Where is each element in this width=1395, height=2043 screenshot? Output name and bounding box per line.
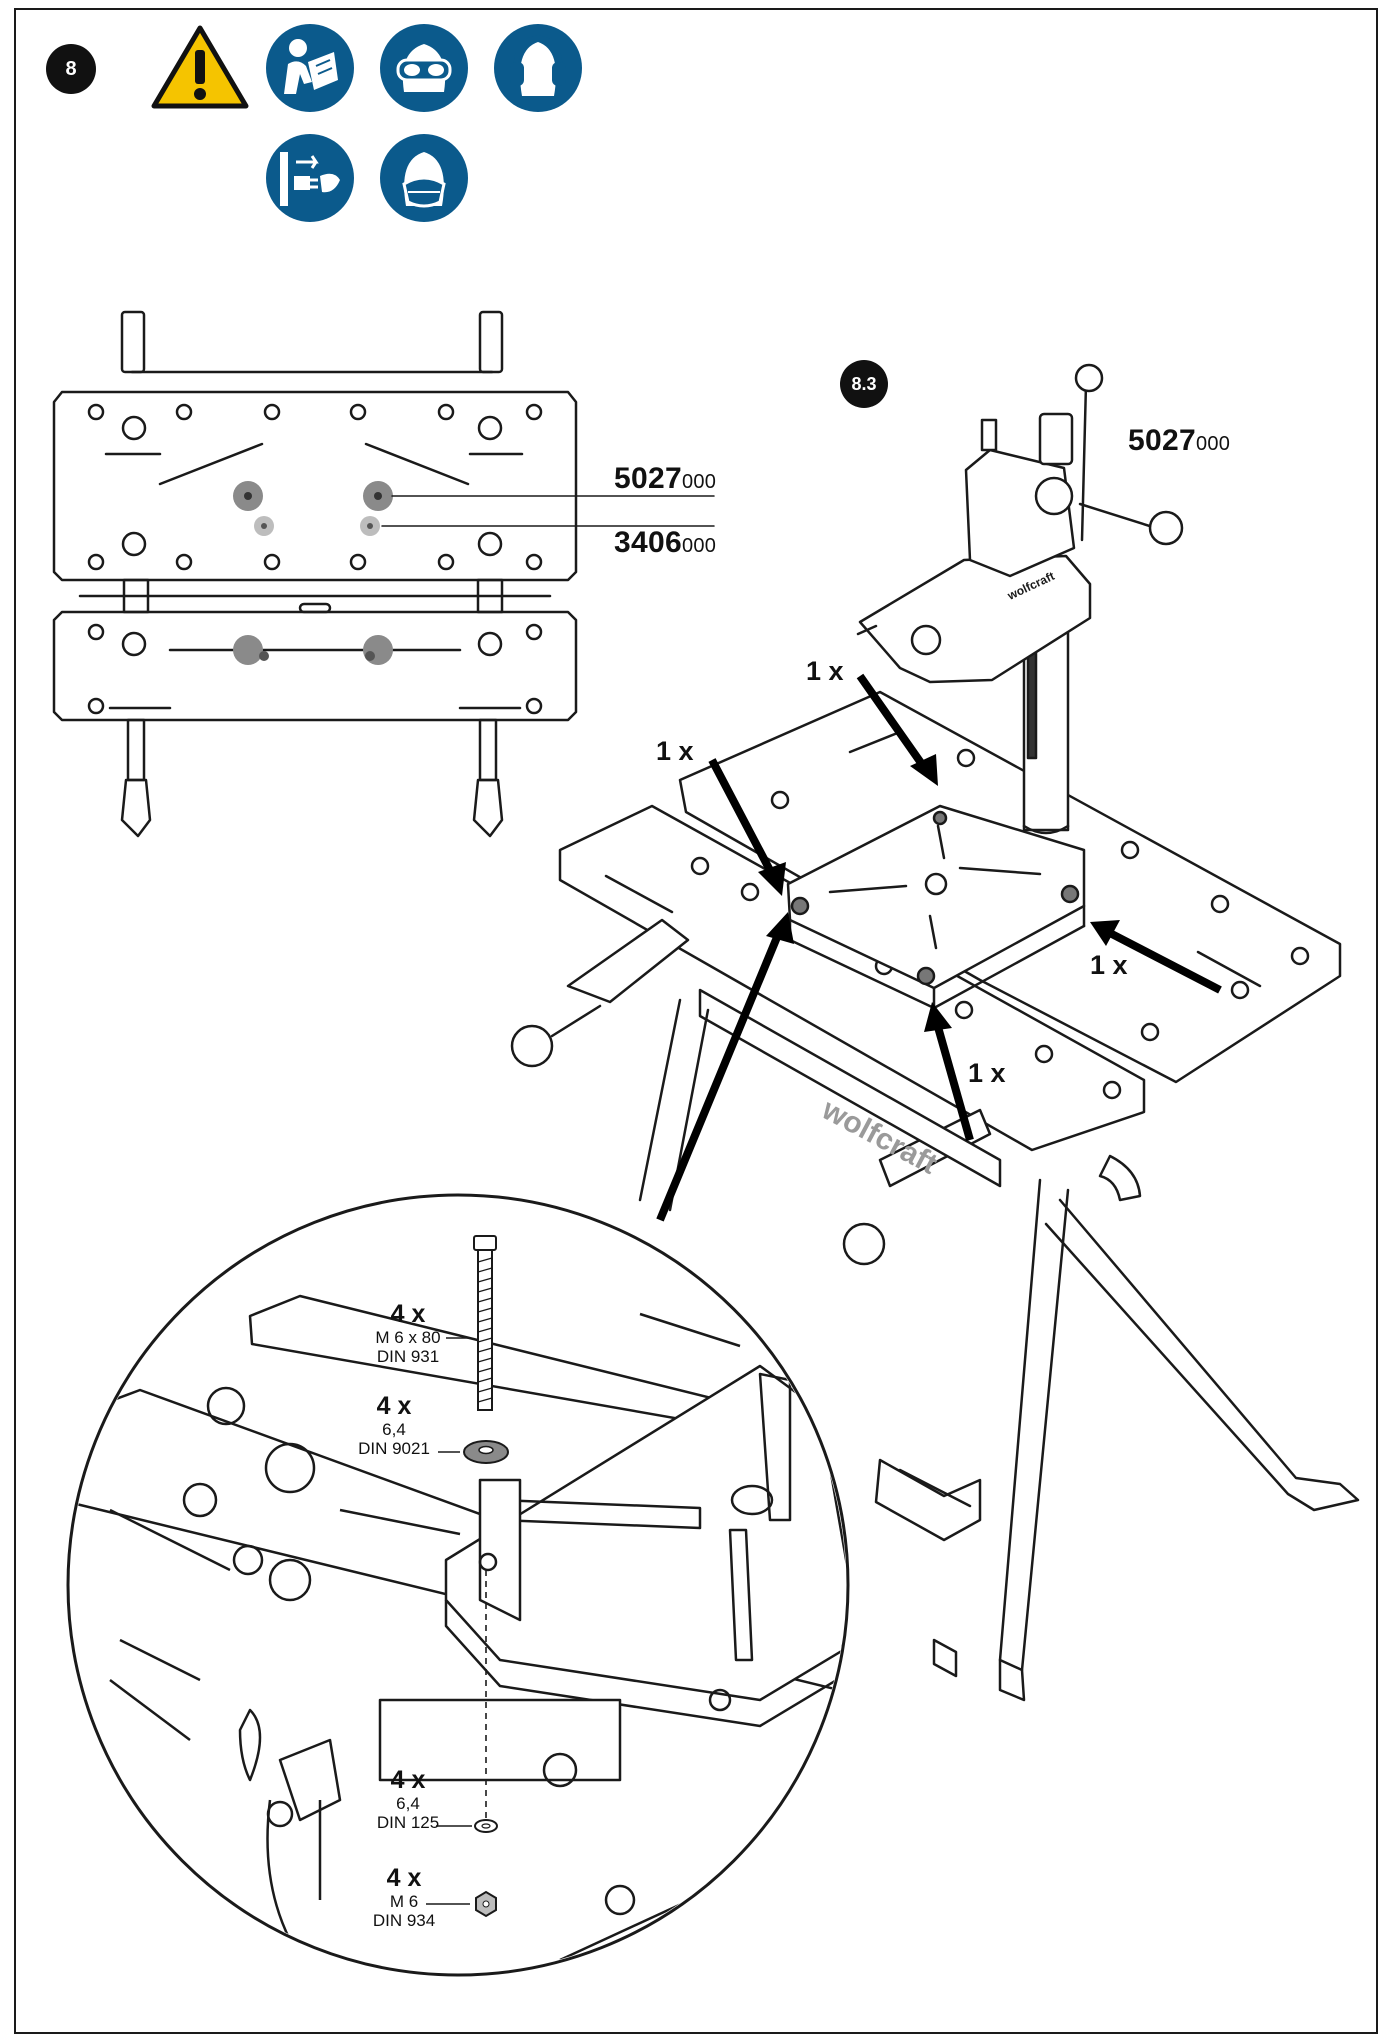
part-number-top-b: 3406000 bbox=[614, 526, 716, 560]
hardware-standard: DIN 934 bbox=[372, 1911, 436, 1930]
arrow-label-right: 1 x bbox=[1090, 950, 1128, 980]
hardware-standard: DIN 125 bbox=[376, 1813, 440, 1832]
read-manual-icon bbox=[266, 24, 354, 112]
part-number-main: 5027 bbox=[1128, 424, 1196, 457]
hardware-qty: 4 x bbox=[390, 1766, 426, 1794]
part-number-suffix: 000 bbox=[681, 535, 717, 557]
detail-zoom-circle bbox=[66, 1193, 850, 1977]
hardware-qty: 4 x bbox=[390, 1300, 426, 1328]
warning-triangle-icon bbox=[151, 25, 249, 109]
hardware-size: 6,4 bbox=[396, 1794, 420, 1813]
part-number-top-a: 5027000 bbox=[614, 462, 716, 496]
arrows bbox=[656, 673, 1222, 1222]
hardware-small-washer-spec: 4 x 6,4 DIN 125 bbox=[366, 1766, 450, 1832]
part-number-main: 5027 bbox=[614, 462, 682, 495]
arrow-label-front: 1 x bbox=[968, 1058, 1006, 1088]
workbench-perspective bbox=[510, 363, 1360, 1702]
hardware-size: 6,4 bbox=[382, 1420, 406, 1439]
hardware-standard: DIN 931 bbox=[376, 1347, 440, 1366]
hardware-large-washer-spec: 4 x 6,4 DIN 9021 bbox=[352, 1392, 436, 1458]
hardware-bolt-spec: 4 x M 6 x 80 DIN 931 bbox=[366, 1300, 450, 1366]
hardware-qty: 4 x bbox=[386, 1864, 422, 1892]
part-number-drill-stand: 5027000 bbox=[1128, 424, 1230, 458]
unplug-power-icon bbox=[266, 134, 354, 222]
ear-protection-icon bbox=[494, 24, 582, 112]
arrow-label-left: 1 x bbox=[656, 736, 694, 766]
part-number-suffix: 000 bbox=[1195, 433, 1231, 455]
part-number-main: 3406 bbox=[614, 526, 682, 559]
safety-goggles-icon bbox=[380, 24, 468, 112]
dust-mask-icon bbox=[380, 134, 468, 222]
step-number-badge: 8 bbox=[46, 44, 96, 94]
hardware-size: M 6 x 80 bbox=[375, 1328, 441, 1347]
part-number-suffix: 000 bbox=[681, 471, 717, 493]
hardware-nut-spec: 4 x M 6 DIN 934 bbox=[362, 1864, 446, 1930]
hardware-standard: DIN 9021 bbox=[358, 1439, 430, 1458]
page-frame bbox=[14, 8, 1378, 2034]
arrow-label-top: 1 x bbox=[806, 656, 844, 686]
top-view-bench bbox=[52, 310, 578, 838]
hardware-size: M 6 bbox=[389, 1892, 419, 1911]
substep-badge: 8.3 bbox=[840, 360, 888, 408]
hardware-qty: 4 x bbox=[376, 1392, 412, 1420]
